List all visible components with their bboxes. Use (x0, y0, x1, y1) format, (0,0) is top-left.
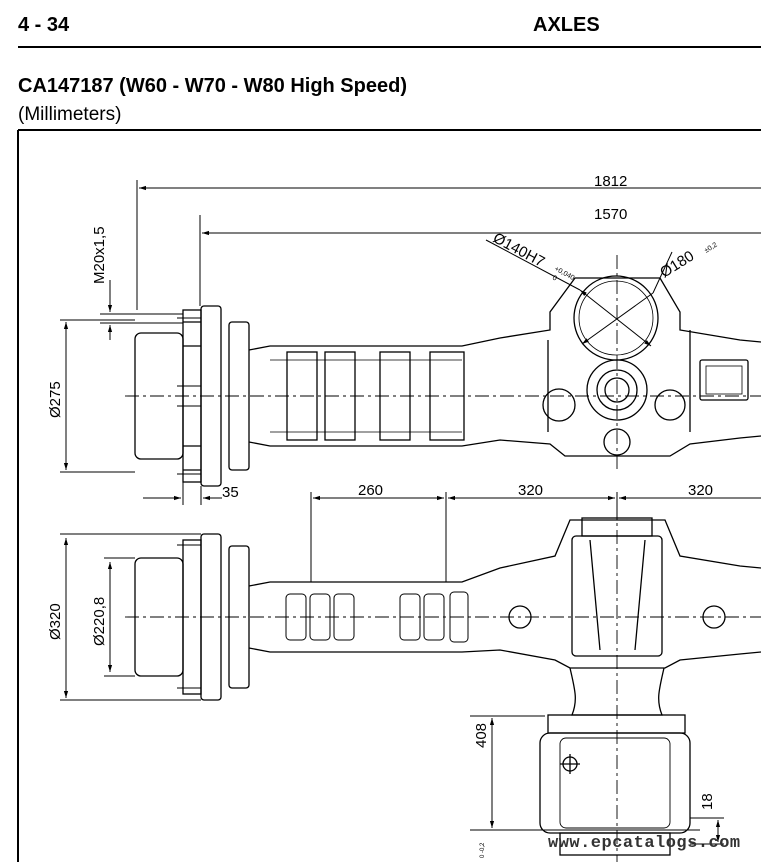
dim-outer-tol: ±0,2 (703, 242, 718, 255)
dim-height: 408 (473, 723, 490, 748)
top-view-dimensions (60, 180, 761, 582)
dim-pilot-dia: Ø220,8 (91, 597, 108, 646)
dim-flange-span: 1570 (594, 206, 627, 223)
dim-seg3: 320 (688, 482, 713, 499)
section-title: AXLES (533, 14, 600, 36)
dim-outer: Ø180 (657, 248, 697, 282)
dim-offset: 18 (699, 793, 716, 810)
dim-tol-small: 0 -0,2 (480, 842, 486, 858)
top-axle-tube (248, 277, 761, 351)
units-label: (Millimeters) (18, 104, 122, 125)
dim-overall: 1812 (594, 173, 627, 190)
watermark: www.epcatalogs.com (548, 834, 741, 853)
front-axle-tube (248, 519, 761, 587)
front-view-dimensions (60, 533, 724, 845)
dim-flange-thk: 35 (222, 484, 239, 501)
dim-outer-dia: Ø320 (47, 603, 64, 640)
dim-bore-tol-lower: 0 (551, 275, 558, 283)
page-number: 4 - 34 (18, 14, 70, 36)
dim-thread: M20x1,5 (91, 226, 108, 284)
front-view (125, 505, 761, 862)
dim-seg2: 320 (518, 482, 543, 499)
dim-seg1: 260 (358, 482, 383, 499)
dim-flange-dia: Ø275 (47, 381, 64, 418)
dim-bore-tol-upper: +0,040 (553, 266, 575, 282)
drawing-frame (17, 129, 761, 862)
header-divider (18, 46, 761, 48)
part-title: CA147187 (W60 - W70 - W80 High Speed) (18, 75, 407, 97)
top-diff-circle (586, 359, 648, 421)
dim-bore: Ø140H7 (490, 230, 547, 271)
top-view (125, 255, 761, 487)
